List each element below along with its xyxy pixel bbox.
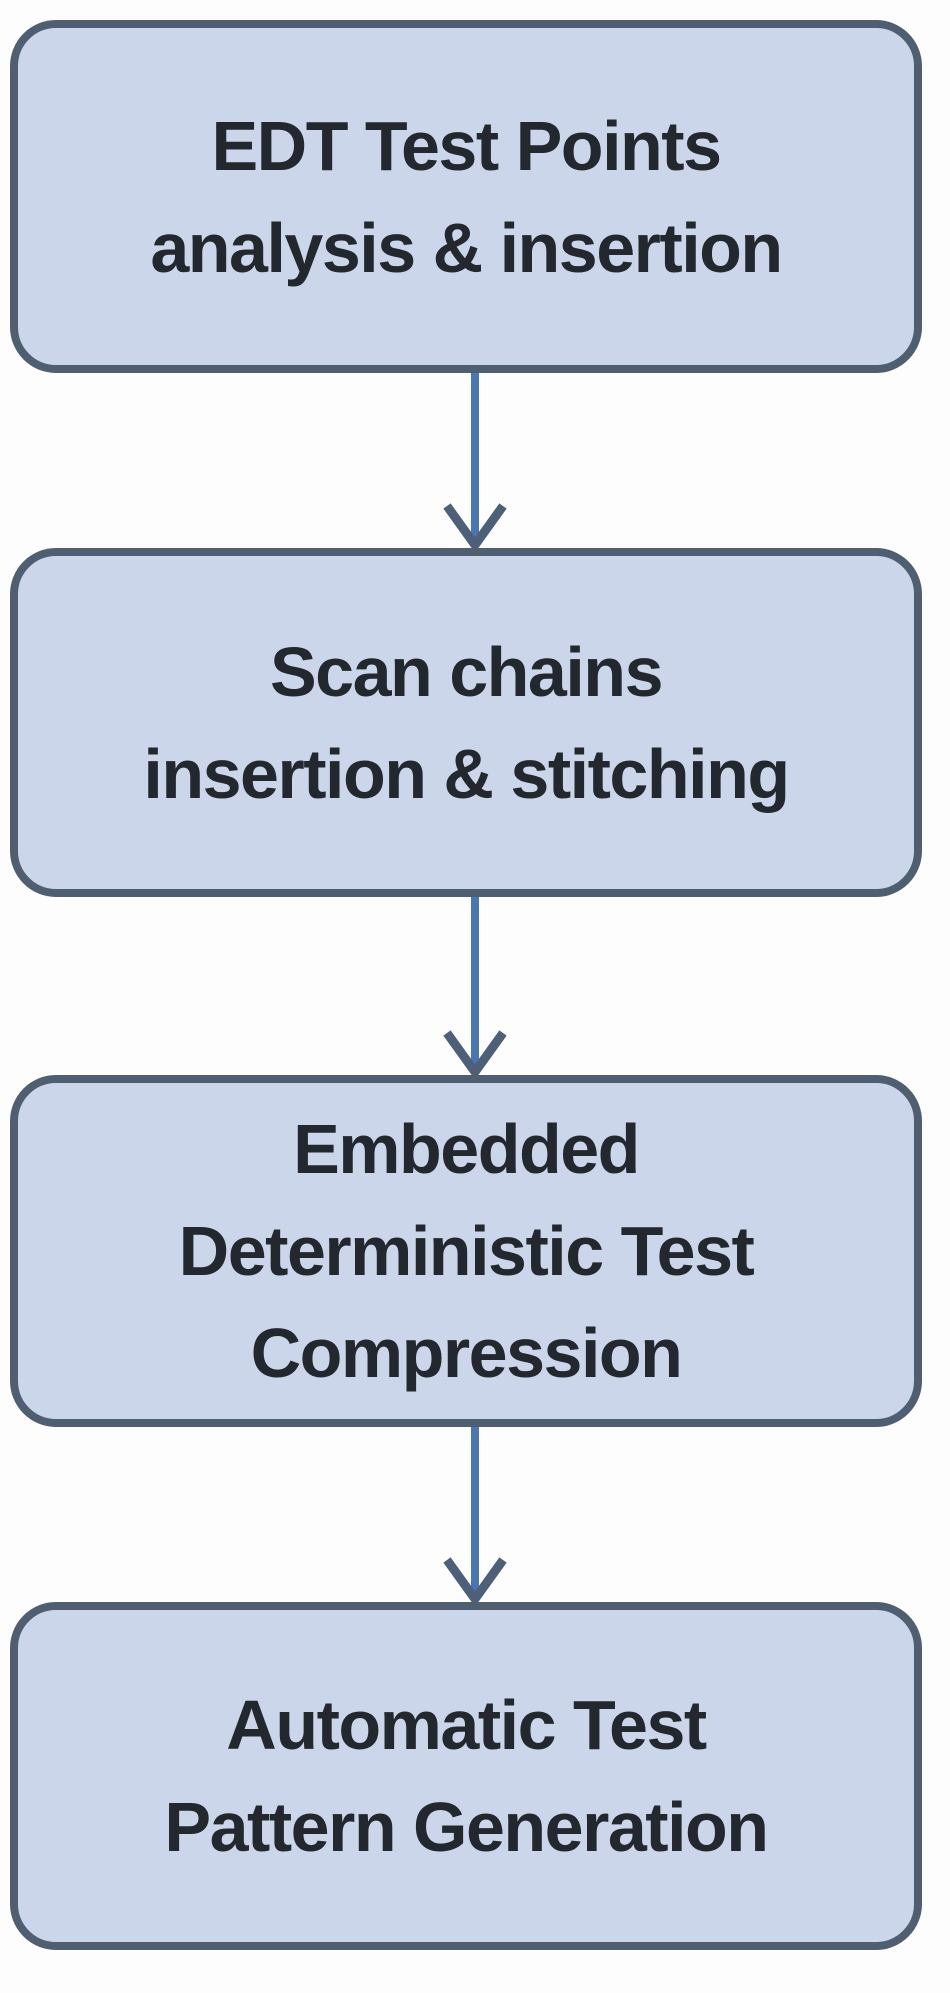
- node-label-line: EDT Test Points: [211, 106, 722, 185]
- node-label-line: Deterministic Test: [178, 1212, 755, 1290]
- node-label-line: analysis & insertion: [150, 208, 783, 287]
- flow-node-atpg: Automatic Test Pattern Generation: [10, 1602, 922, 1950]
- node-label-line: Embedded: [293, 1110, 640, 1188]
- arrow-down-connector-1: [443, 373, 507, 550]
- node-label-line: insertion & stitching: [143, 734, 790, 813]
- flow-node-edt-compression: Embedded Deterministic Test Compression: [10, 1075, 922, 1427]
- arrow-down-connector-3: [443, 1427, 507, 1604]
- arrow-down-connector-2: [443, 897, 507, 1077]
- node-label-line: Pattern Generation: [164, 1788, 769, 1866]
- node-label-line: Scan chains: [269, 632, 664, 711]
- flow-node-scan-chains: Scan chains insertion & stitching: [10, 548, 922, 897]
- flow-node-edt-test-points: EDT Test Points analysis & insertion: [10, 20, 922, 373]
- node-label-line: Automatic Test: [226, 1686, 707, 1764]
- node-label-line: Compression: [250, 1314, 683, 1392]
